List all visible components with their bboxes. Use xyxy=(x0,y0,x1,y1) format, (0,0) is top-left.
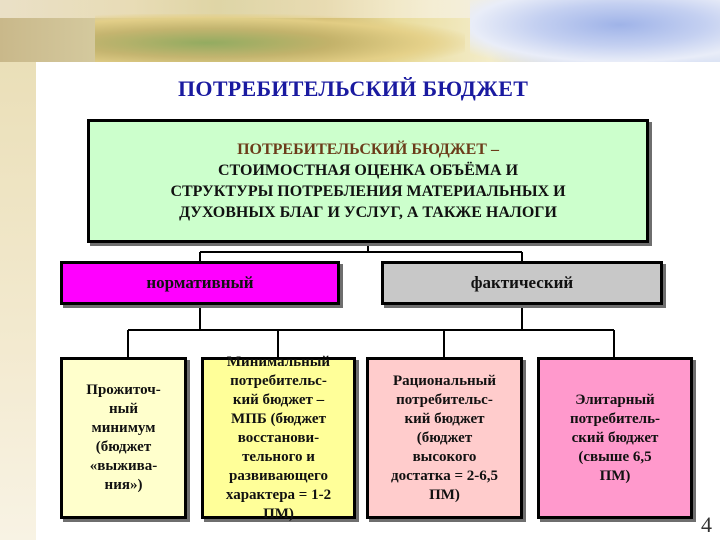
decorative-banner xyxy=(0,0,720,62)
definition-line-1: СТОИМОСТНАЯ ОЦЕНКА ОБЪЁМА И xyxy=(217,162,519,179)
elite-budget-box: Элитарный потребитель- ский бюджет (свыш… xyxy=(537,357,693,519)
page-title: ПОТРЕБИТЕЛЬСКИЙ БЮДЖЕТ xyxy=(178,76,529,101)
banner-blue-flower-image xyxy=(470,0,720,62)
normative-label: нормативный xyxy=(146,273,254,292)
actual-label: фактический xyxy=(470,273,574,292)
subsistence-minimum-text: Прожиточ- ный минимум (бюджет «выжива- н… xyxy=(86,382,161,493)
elite-budget-text: Элитарный потребитель- ский бюджет (свыш… xyxy=(569,391,660,484)
decorative-left-bar xyxy=(0,62,36,540)
normative-budget-box: нормативный xyxy=(60,261,340,305)
banner-flower-image xyxy=(95,14,465,62)
minimum-budget-text: Минимальный потребительс- кий бюджет – М… xyxy=(225,353,332,522)
minimum-budget-box: Минимальный потребительс- кий бюджет – М… xyxy=(201,354,356,522)
definition-line-2: СТРУКТУРЫ ПОТРЕБЛЕНИЯ МАТЕРИАЛЬНЫХ И xyxy=(170,183,566,200)
subsistence-minimum-box: Прожиточ- ный минимум (бюджет «выжива- н… xyxy=(60,357,187,519)
actual-budget-box: фактический xyxy=(381,261,663,305)
definition-term: ПОТРЕБИТЕЛЬСКИЙ БЮДЖЕТ – xyxy=(237,141,499,158)
slide-number: 4 xyxy=(701,512,712,537)
rational-budget-box: Рациональный потребительс- кий бюджет (б… xyxy=(366,357,523,519)
definition-box: ПОТРЕБИТЕЛЬСКИЙ БЮДЖЕТ – СТОИМОСТНАЯ ОЦЕ… xyxy=(87,119,649,243)
rational-budget-text: Рациональный потребительс- кий бюджет (б… xyxy=(391,372,498,503)
definition-line-3: ДУХОВНЫХ БЛАГ И УСЛУГ, А ТАКЖЕ НАЛОГИ xyxy=(179,204,557,221)
